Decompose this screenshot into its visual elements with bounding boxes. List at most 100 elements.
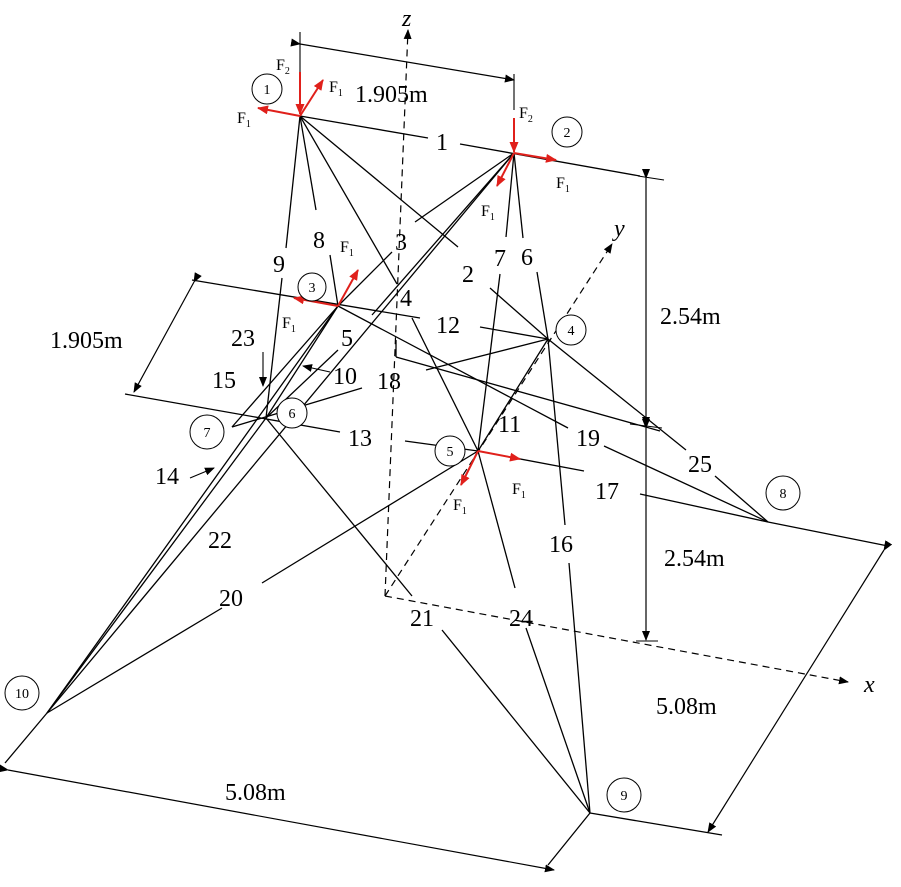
member-11	[477, 338, 549, 452]
base-edge-9-right	[589, 812, 723, 836]
node-markers: 1 2 3 4 5 6 7 8 9 10	[4, 73, 801, 813]
member-label: 2	[462, 262, 474, 288]
node-1-label: 1	[264, 83, 271, 98]
node-9-label: 9	[621, 789, 628, 804]
base-edge-10-front	[4, 712, 48, 764]
node-7-label: 7	[204, 426, 211, 441]
x-axis	[384, 595, 849, 685]
member-2	[299, 115, 459, 248]
member-24	[525, 627, 591, 814]
member-label: 13	[348, 426, 372, 452]
node-5-circle	[434, 435, 466, 467]
dim-top-width-label: 1.905m	[355, 82, 428, 108]
applied-forces	[257, 72, 557, 486]
member-22	[46, 152, 515, 714]
force-f1-node5-right	[477, 450, 521, 462]
force-f1-node1-up	[299, 79, 324, 117]
member-label: 7	[494, 246, 506, 272]
member-label: 16	[549, 532, 573, 558]
force-label: F1	[282, 315, 296, 335]
member-24	[477, 450, 516, 589]
member-20	[261, 450, 479, 584]
leader-14	[189, 467, 215, 479]
member-25	[714, 475, 769, 523]
member-20	[46, 607, 223, 714]
force-label: F1	[329, 79, 343, 99]
node-2-circle	[551, 116, 583, 148]
y-axis	[384, 243, 613, 597]
node-8-circle	[765, 475, 801, 511]
force-f1-node3-left	[293, 295, 339, 307]
node-9-circle	[606, 777, 642, 813]
member-label: 10	[333, 364, 357, 390]
member-8	[299, 115, 317, 211]
member-15	[46, 305, 339, 714]
member-4	[411, 317, 479, 452]
member-6	[536, 271, 549, 340]
force-label: F1	[340, 239, 354, 259]
dim-base-side	[707, 540, 893, 833]
node-3-label: 3	[309, 281, 316, 296]
base-edge-8-right	[767, 521, 889, 547]
member-5	[371, 152, 515, 316]
node-10-circle	[4, 675, 40, 711]
member-12	[479, 326, 549, 340]
node-8-label: 8	[780, 487, 787, 502]
member-2	[489, 287, 549, 340]
member-21	[441, 629, 591, 814]
force-f1-node2-down	[496, 152, 515, 187]
member-10	[265, 305, 339, 419]
force-label: F1	[453, 497, 467, 517]
member-extension-4	[395, 356, 661, 432]
member-18	[425, 338, 549, 371]
member-9	[285, 115, 301, 249]
leader-10	[302, 364, 331, 373]
member-label: 24	[509, 606, 533, 632]
member-4	[299, 115, 398, 285]
force-f1-node2-right	[513, 152, 557, 163]
truss-members	[46, 115, 769, 814]
node-6-label: 6	[289, 407, 296, 422]
member-label: 3	[395, 230, 407, 256]
member-label: 25	[688, 452, 712, 478]
force-label: F2	[519, 105, 533, 125]
node-1-circle	[251, 73, 283, 105]
base-plane	[4, 521, 889, 866]
member-label: 15	[212, 368, 236, 394]
member-label: 18	[377, 369, 401, 395]
dim-base-front	[0, 764, 555, 873]
base-edge-9-left	[547, 812, 591, 866]
member-label: 17	[595, 479, 619, 505]
member-13	[124, 393, 341, 433]
member-label: 9	[273, 252, 285, 278]
member-23	[231, 305, 339, 428]
y-axis-label: y	[612, 216, 625, 242]
member-label: 5	[341, 326, 353, 352]
member-labels: 1 2 3 4 5 6 7 8 9 10 11 12 13 14 15 16 1…	[155, 130, 712, 632]
member-label: 11	[498, 412, 521, 438]
member-label: 4	[400, 286, 412, 312]
node-4-circle	[555, 314, 587, 346]
node-10-label: 10	[15, 687, 29, 702]
x-axis-label: x	[863, 672, 875, 698]
dim-top-width	[290, 38, 515, 83]
force-label: F1	[556, 175, 570, 195]
z-axis-label: z	[401, 6, 412, 32]
node-6-circle	[276, 397, 308, 429]
member-19	[603, 445, 769, 523]
dim-base-side-label: 5.08m	[656, 694, 717, 720]
member-1	[299, 115, 429, 139]
member-25	[547, 338, 687, 451]
dimensions: 1.905m 1.905m 2.54m 2.54m 5.08m 5.08m	[0, 32, 893, 873]
member-3	[414, 152, 515, 223]
member-7	[477, 273, 501, 452]
member-17	[639, 493, 769, 523]
member-label: 21	[410, 606, 434, 632]
force-labels: F2 F1 F1 F2 F1 F1 F1 F1 F1 F1	[237, 57, 570, 517]
member-16	[547, 338, 566, 526]
member-label: 12	[436, 313, 460, 339]
member-label: 23	[231, 326, 255, 352]
dim-side-width	[133, 272, 202, 393]
member-7	[505, 152, 515, 238]
dim-lower-height-label: 2.54m	[664, 546, 725, 572]
